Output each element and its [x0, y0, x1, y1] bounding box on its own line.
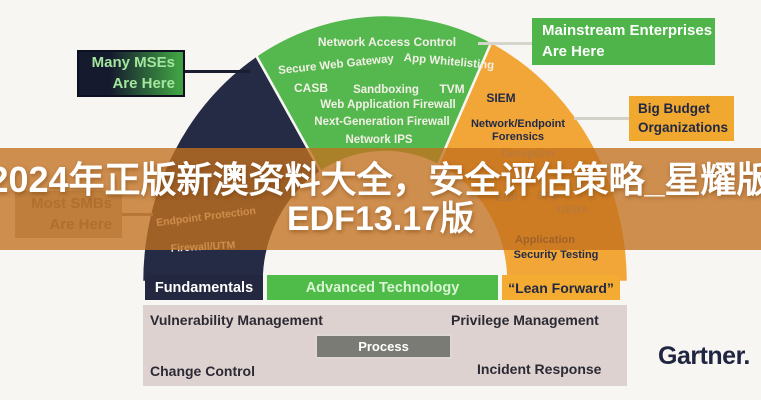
label-siem: SIEM: [486, 91, 516, 105]
many-mses-line2: Are Here: [112, 74, 175, 92]
change-control-label: Change Control: [150, 363, 255, 379]
mainstream-line2: Are Here: [542, 42, 605, 60]
label-forensics: Forensics: [492, 131, 544, 143]
watermark-title-line2: EDF13.17版: [286, 199, 475, 238]
incident-response-label: Incident Response: [477, 361, 602, 377]
process-label: Process: [358, 339, 409, 354]
fundamentals-box: Fundamentals: [145, 275, 263, 300]
gartner-logo: Gartner.: [658, 342, 750, 370]
fundamentals-label: Fundamentals: [154, 279, 254, 296]
big-budget-connector-line: [574, 117, 630, 120]
label-sandboxing: Sandboxing: [353, 84, 419, 96]
label-security-testing: Security Testing: [513, 249, 599, 261]
many-mses-callout: Many MSEs Are Here: [77, 50, 185, 97]
label-tvm: TVM: [439, 82, 465, 96]
many-mses-connector-line: [183, 70, 250, 73]
big-budget-line2: Organizations: [638, 119, 729, 135]
lean-forward-box: “Lean Forward”: [502, 275, 620, 300]
label-next-generation-firewall: Next-Generation Firewall: [314, 116, 450, 128]
advanced-technology-box: Advanced Technology: [267, 275, 498, 300]
many-mses-line1: Many MSEs: [91, 54, 175, 72]
big-budget-line1: Big Budget: [638, 101, 710, 117]
watermark-title-line1: 2024年正版新澳资料大全，安全评估策略_星耀版: [0, 158, 761, 200]
label-network-ips: Network IPS: [345, 134, 413, 146]
label-casb: CASB: [293, 81, 329, 95]
mainstream-connector-line: [478, 42, 532, 45]
privilege-management-label: Privilege Management: [451, 312, 599, 328]
vulnerability-management-label: Vulnerability Management: [150, 312, 323, 328]
label-network-access-control: Network Access Control: [317, 35, 457, 49]
label-web-application-firewall: Web Application Firewall: [320, 99, 456, 111]
mainstream-enterprises-callout: Mainstream Enterprises Are Here: [532, 18, 715, 65]
mainstream-line1: Mainstream Enterprises: [542, 22, 713, 40]
big-budget-callout: Big Budget Organizations: [629, 96, 734, 141]
advanced-technology-label: Advanced Technology: [305, 279, 460, 296]
process-box: Process: [315, 334, 452, 359]
watermark-overlay-band: 2024年正版新澳资料大全，安全评估策略_星耀版 EDF13.17版: [0, 148, 761, 250]
lean-forward-label: “Lean Forward”: [508, 279, 614, 296]
label-network-endpoint: Network/Endpoint: [470, 118, 566, 130]
